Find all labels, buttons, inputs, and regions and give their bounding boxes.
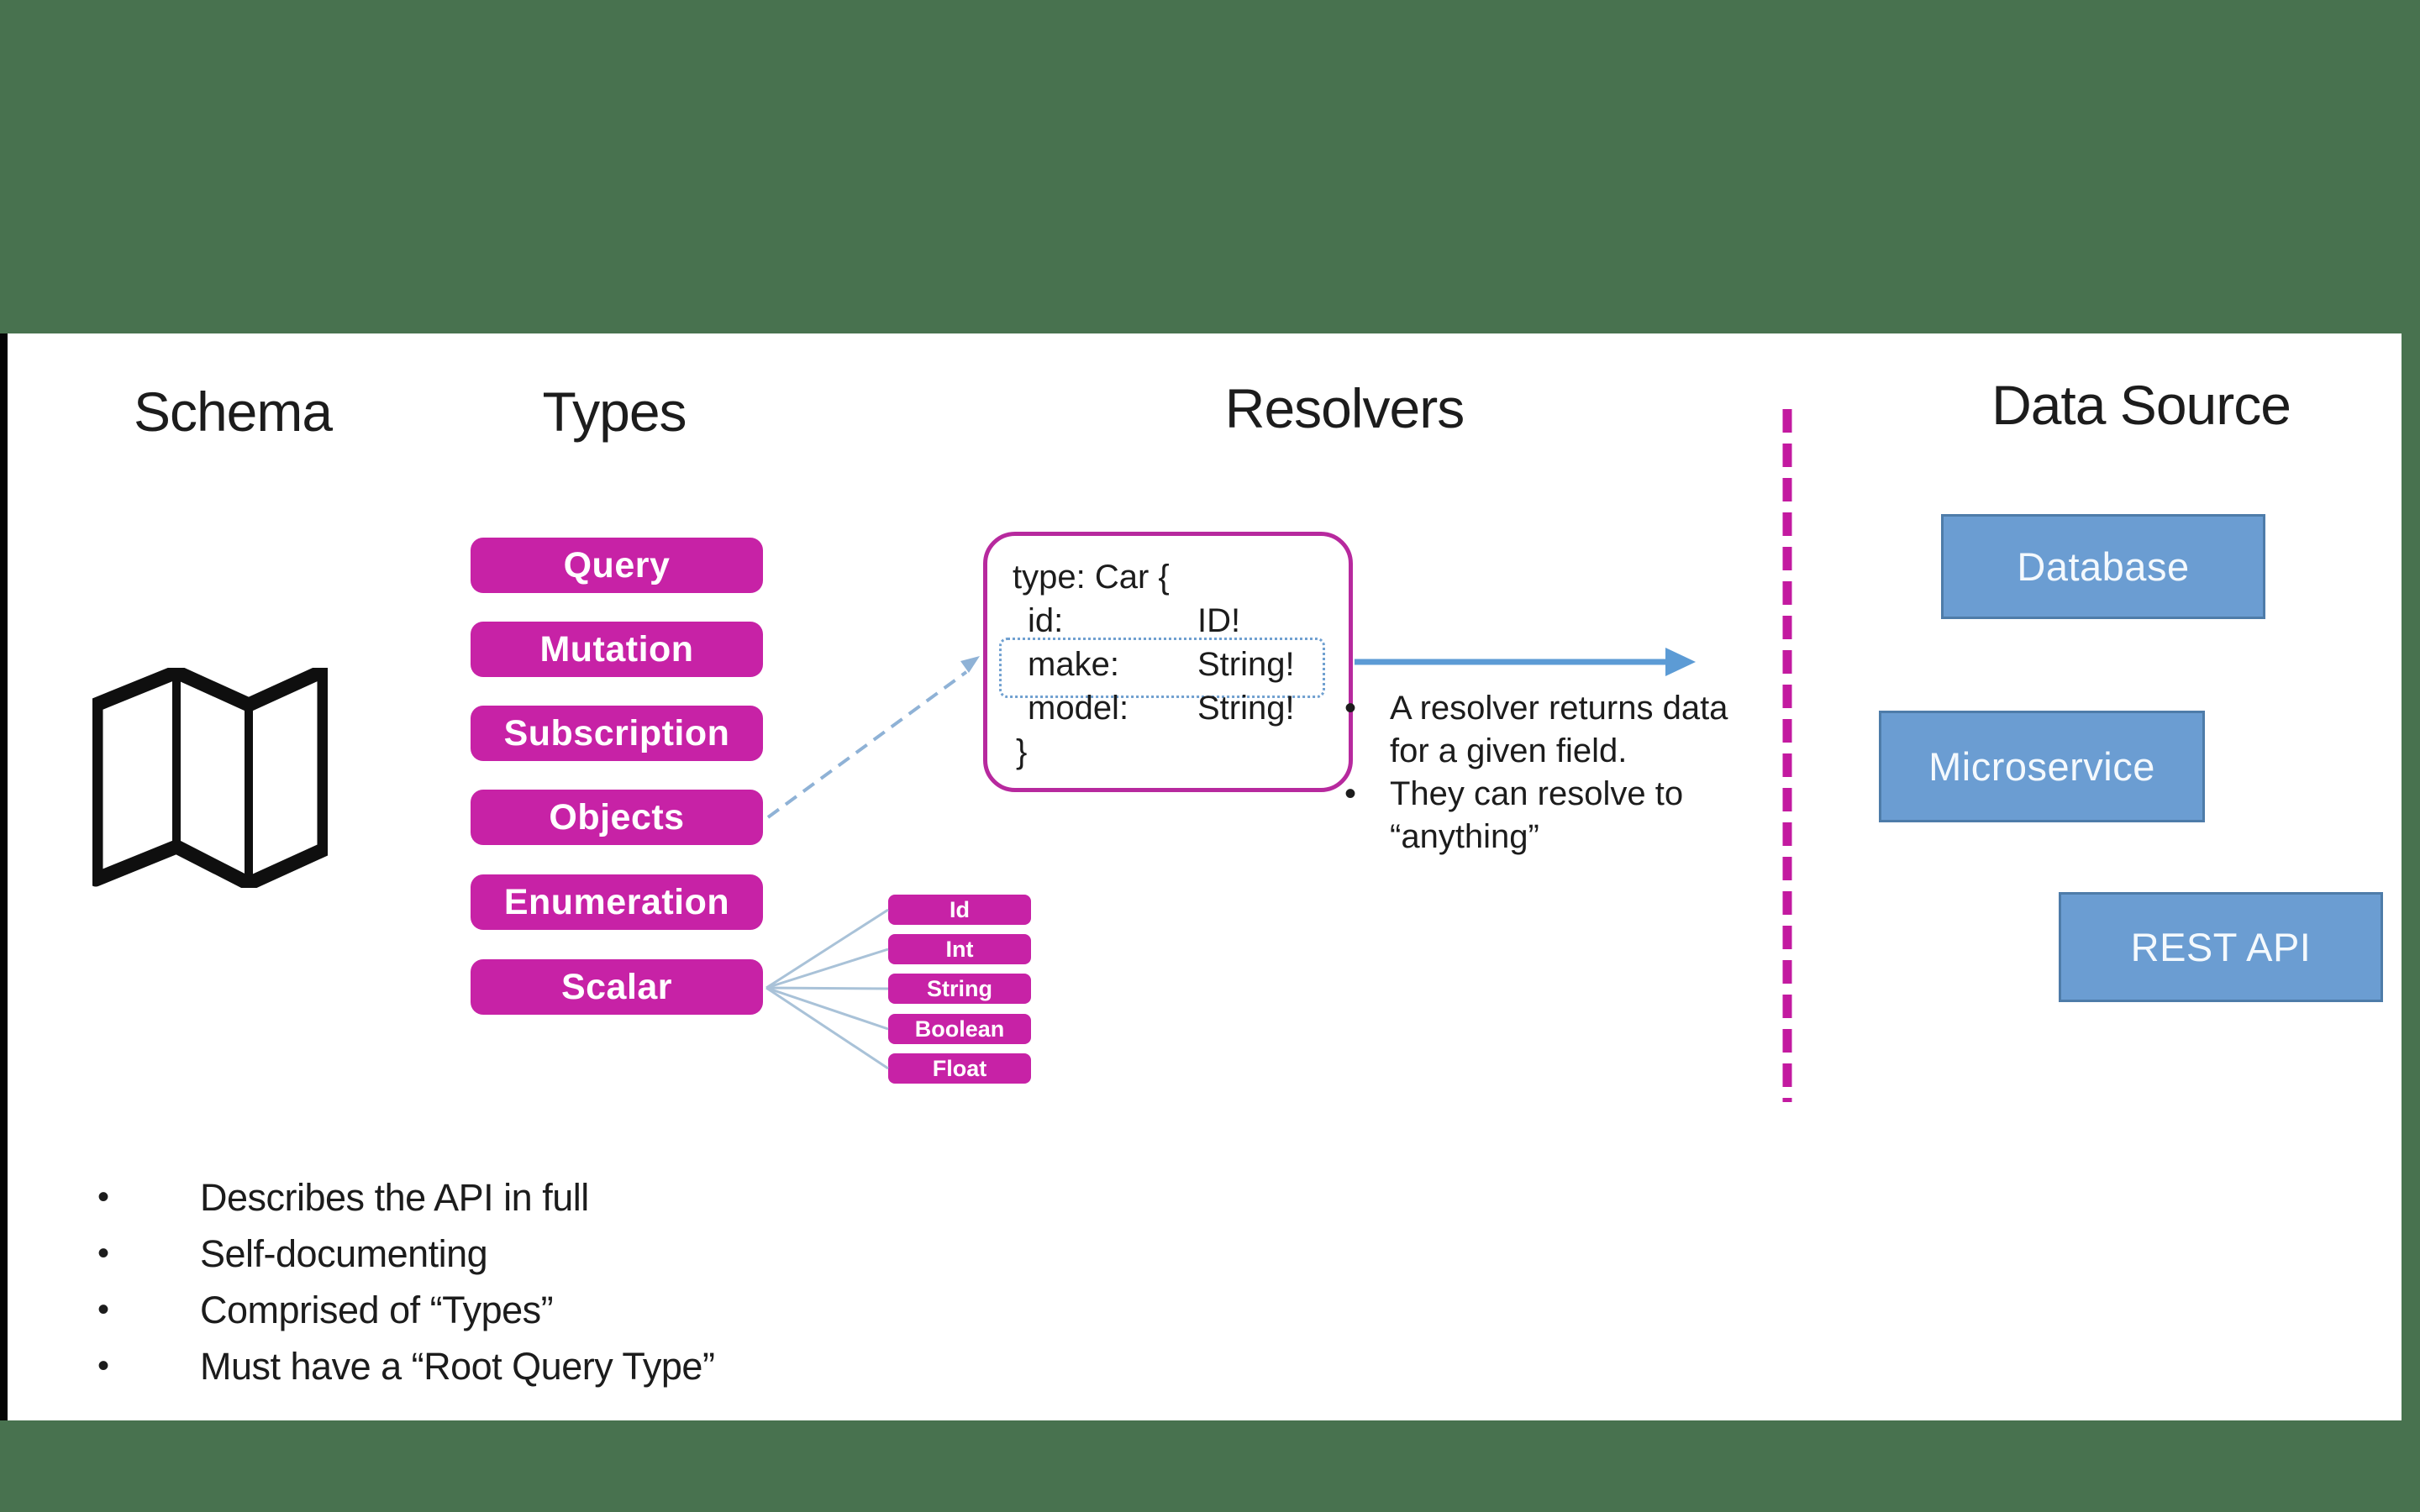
bullet-dot: • bbox=[1344, 690, 1357, 727]
code-field-name: make: bbox=[1028, 646, 1119, 683]
scalar-chip-string: String bbox=[888, 974, 1031, 1004]
type-pill-objects: Objects bbox=[471, 790, 763, 845]
type-pill-scalar: Scalar bbox=[471, 959, 763, 1015]
note-line: for a given field. bbox=[1390, 732, 1628, 769]
bullet-text: Self-documenting bbox=[200, 1231, 488, 1275]
type-pill-query: Query bbox=[471, 538, 763, 593]
code-field-name: model: bbox=[1028, 690, 1129, 727]
note-line: A resolver returns data bbox=[1390, 690, 1728, 727]
heading-schema: Schema bbox=[133, 381, 333, 443]
bullet-text: Comprised of “Types” bbox=[200, 1288, 554, 1331]
code-field-name: id: bbox=[1028, 602, 1064, 639]
type-pill-enumeration: Enumeration bbox=[471, 874, 763, 930]
resolver-notes: • A resolver returns data for a given fi… bbox=[1344, 687, 1731, 858]
bullet-dot: • bbox=[97, 1291, 110, 1328]
schema-bullet-list: • Describes the API in full • Self-docum… bbox=[97, 1169, 715, 1394]
datasource-box-microservice: Microservice bbox=[1879, 711, 2205, 822]
note-line: “anything” bbox=[1390, 818, 1539, 855]
resolver-note-item: • A resolver returns data for a given fi… bbox=[1344, 687, 1731, 773]
note-line: They can resolve to bbox=[1390, 775, 1684, 812]
bullet-dot: • bbox=[97, 1235, 110, 1272]
list-item: • Self-documenting bbox=[97, 1226, 714, 1282]
list-item: • Describes the API in full bbox=[97, 1169, 714, 1226]
list-item: • Comprised of “Types” bbox=[97, 1282, 714, 1338]
scalar-chip-id: Id bbox=[888, 895, 1031, 925]
code-open-line: type: Car { bbox=[1013, 559, 1170, 596]
bullet-dot: • bbox=[97, 1179, 110, 1215]
datasource-box-rest-api: REST API bbox=[2059, 892, 2383, 1002]
code-field-type: ID! bbox=[1197, 602, 1241, 639]
bullet-text: Describes the API in full bbox=[200, 1175, 589, 1219]
code-box: type: Car { id: ID! make: String! model:… bbox=[983, 532, 1353, 792]
type-pill-subscription: Subscription bbox=[471, 706, 763, 761]
list-item: • Must have a “Root Query Type” bbox=[97, 1338, 715, 1394]
code-close-line: } bbox=[1016, 733, 1028, 770]
resolver-note-text: They can resolve to “anything” bbox=[1390, 773, 1683, 858]
scalar-chip-int: Int bbox=[888, 934, 1031, 964]
heading-resolvers: Resolvers bbox=[1224, 377, 1465, 439]
left-edge-strip bbox=[0, 333, 8, 1420]
heading-data-source: Data Source bbox=[1991, 374, 2291, 436]
resolver-note-text: A resolver returns data for a given fiel… bbox=[1390, 687, 1728, 773]
resolver-note-item: • They can resolve to “anything” bbox=[1344, 773, 1731, 858]
scalar-chip-float: Float bbox=[888, 1053, 1031, 1084]
bullet-dot: • bbox=[97, 1347, 110, 1384]
code-field-type: String! bbox=[1197, 690, 1295, 727]
code-field-type: String! bbox=[1197, 646, 1295, 683]
heading-types: Types bbox=[542, 381, 687, 443]
bullet-text: Must have a “Root Query Type” bbox=[200, 1344, 715, 1388]
datasource-box-database: Database bbox=[1941, 514, 2265, 619]
make-row-highlight-box bbox=[999, 638, 1325, 698]
scalar-chip-boolean: Boolean bbox=[888, 1014, 1031, 1044]
bullet-dot: • bbox=[1344, 775, 1357, 812]
type-pill-mutation: Mutation bbox=[471, 622, 763, 677]
